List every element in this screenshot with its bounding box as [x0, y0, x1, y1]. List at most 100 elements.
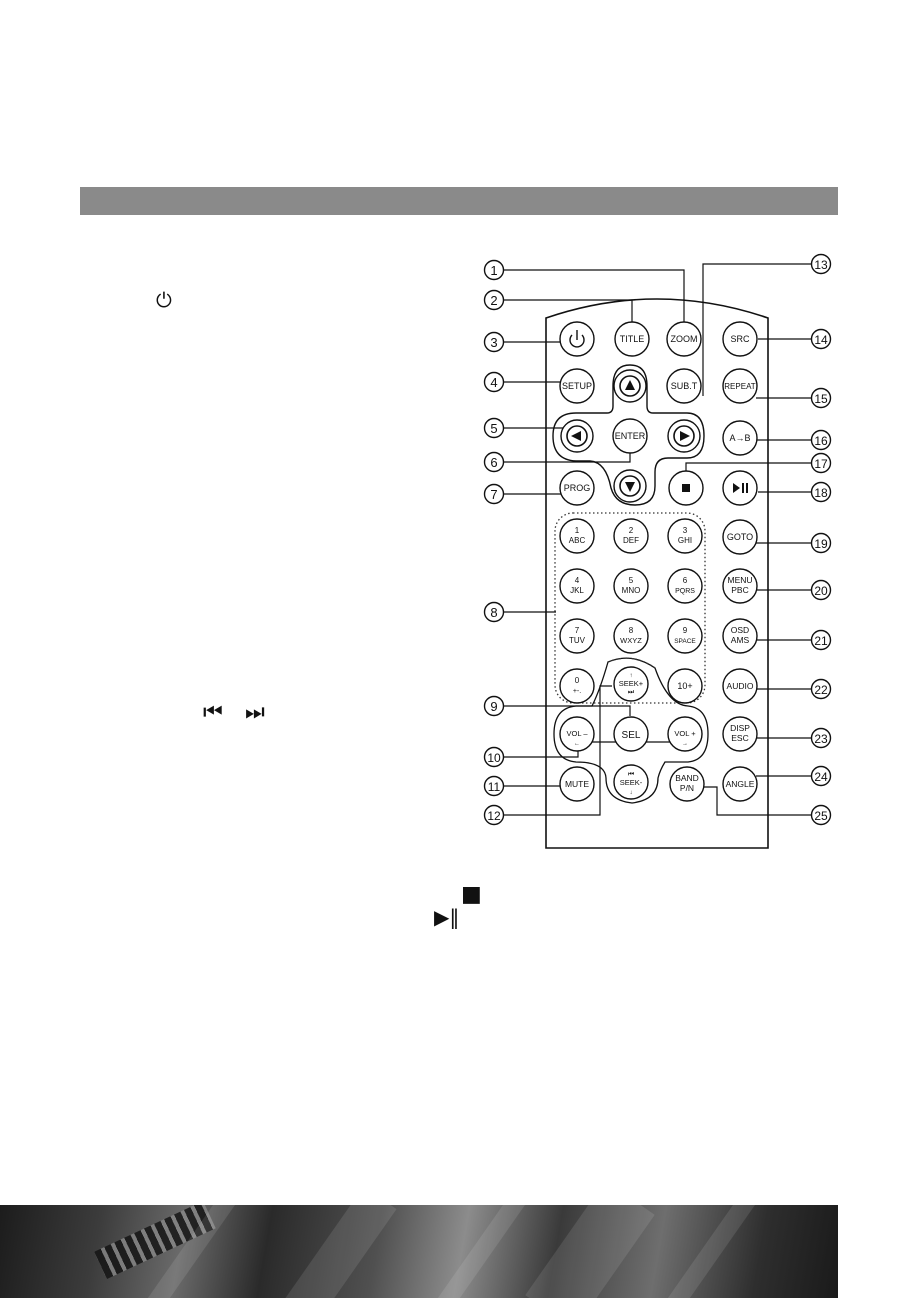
key-3-number: 3 [683, 526, 688, 535]
key-0-button[interactable] [559, 668, 595, 704]
leader-25 [704, 786, 812, 816]
seek-plus-button[interactable] [613, 666, 649, 702]
ten-plus-label: 10+ [677, 681, 692, 691]
ab-button[interactable] [722, 420, 758, 456]
callout-2: 2 [483, 289, 505, 311]
callout-11: 11 [483, 775, 505, 797]
callout-19: 19 [810, 532, 832, 554]
key-7-number: 7 [575, 626, 580, 635]
key-4-button[interactable] [559, 568, 595, 604]
skip-back-icon: ⏮ [203, 700, 223, 725]
mute-button[interactable] [559, 766, 595, 802]
callout-10: 10 [483, 746, 505, 768]
leader-9 [504, 705, 631, 716]
callout-25: 25 [810, 804, 832, 826]
key-3-letters: GHI [678, 536, 692, 545]
band-pn-button[interactable] [669, 766, 705, 802]
title-button[interactable] [614, 321, 650, 357]
callout-13-label: 13 [814, 258, 828, 272]
disp-esc-label-2: ESC [731, 733, 748, 743]
osd-ams-button[interactable] [722, 618, 758, 654]
callout-21-label: 21 [814, 634, 828, 648]
audio-button-label: AUDIO [727, 681, 754, 691]
play-pause-icon: ▶‖ [434, 905, 460, 929]
callout-12: 12 [483, 804, 505, 826]
disp-esc-button[interactable] [722, 716, 758, 752]
callout-6-label: 6 [490, 455, 497, 470]
callout-7-label: 7 [490, 487, 497, 502]
seek-plus-up-arrow: ↑ [630, 673, 633, 679]
vol-plus-label: VOL + [674, 729, 696, 738]
callout-2-label: 2 [490, 293, 497, 308]
callout-14: 14 [810, 328, 832, 350]
ab-button-label: A→B [729, 433, 750, 443]
vol-minus-label: VOL – [567, 729, 589, 738]
remote-body [545, 298, 769, 849]
callout-22: 22 [810, 678, 832, 700]
key-7-letters: TUV [569, 636, 586, 645]
callout-5-label: 5 [490, 421, 497, 436]
section-header-bar [80, 187, 838, 215]
subt-button[interactable] [666, 368, 702, 404]
key-5-button[interactable] [613, 568, 649, 604]
key-1-button[interactable] [559, 518, 595, 554]
repeat-button-label: REPEAT [724, 382, 756, 391]
repeat-button[interactable] [722, 368, 758, 404]
sel-button-label: SEL [622, 730, 641, 741]
src-button-label: SRC [730, 334, 750, 344]
callout-10-label: 10 [487, 751, 501, 765]
key-7-button[interactable] [559, 618, 595, 654]
callout-3: 3 [483, 331, 505, 353]
callout-24: 24 [810, 765, 832, 787]
callout-4: 4 [483, 371, 505, 393]
menu-pbc-label-1: MENU [727, 575, 752, 585]
callout-8-label: 8 [490, 605, 497, 620]
seek-plus-label: SEEK+ [619, 679, 644, 688]
key-2-button[interactable] [613, 518, 649, 554]
vol-plus-button[interactable] [667, 716, 703, 752]
src-button[interactable] [722, 321, 758, 357]
angle-button[interactable] [722, 766, 758, 802]
callout-13: 13 [810, 253, 832, 275]
callout-24-label: 24 [814, 770, 828, 784]
disp-esc-label-1: DISP [730, 723, 750, 733]
callout-8: 8 [483, 601, 505, 623]
down-arrow-icon [625, 482, 635, 492]
ten-plus-button[interactable] [667, 668, 703, 704]
dpad-outline [552, 364, 705, 506]
keypad-frame [554, 512, 706, 704]
vol-minus-button[interactable] [559, 716, 595, 752]
prog-button[interactable] [559, 470, 595, 506]
band-pn-label-2: P/N [680, 783, 694, 793]
prog-button-label: PROG [564, 483, 591, 493]
callout-1: 1 [483, 259, 505, 281]
up-arrow-icon [625, 380, 635, 390]
skip-back-icon: ⏮ [628, 771, 634, 778]
key-6-letters: PQRS [675, 588, 695, 595]
callout-20-label: 20 [814, 584, 828, 598]
key-3-button[interactable] [667, 518, 703, 554]
key-8-button[interactable] [613, 618, 649, 654]
menu-pbc-button[interactable] [722, 568, 758, 604]
play-pause-icon [733, 483, 748, 493]
audio-button[interactable] [722, 668, 758, 704]
callout-25-label: 25 [814, 809, 828, 823]
callout-22-label: 22 [814, 683, 828, 697]
setup-button[interactable] [559, 368, 595, 404]
goto-button[interactable] [722, 519, 758, 555]
skip-forward-icon: ⏭ [245, 700, 265, 725]
zoom-button[interactable] [666, 321, 702, 357]
key-5-letters: MNO [622, 586, 641, 595]
key-4-letters: JKL [570, 586, 584, 595]
key-9-letters: SPACE [674, 638, 696, 645]
zoom-button-label: ZOOM [671, 334, 698, 344]
angle-button-label: ANGLE [726, 779, 755, 789]
sel-button[interactable] [613, 716, 649, 752]
callout-1-label: 1 [490, 263, 497, 278]
key-9-button[interactable] [667, 618, 703, 654]
key-6-button[interactable] [667, 568, 703, 604]
callout-6: 6 [483, 451, 505, 473]
seek-minus-button[interactable] [613, 764, 649, 800]
enter-button[interactable] [612, 418, 648, 454]
